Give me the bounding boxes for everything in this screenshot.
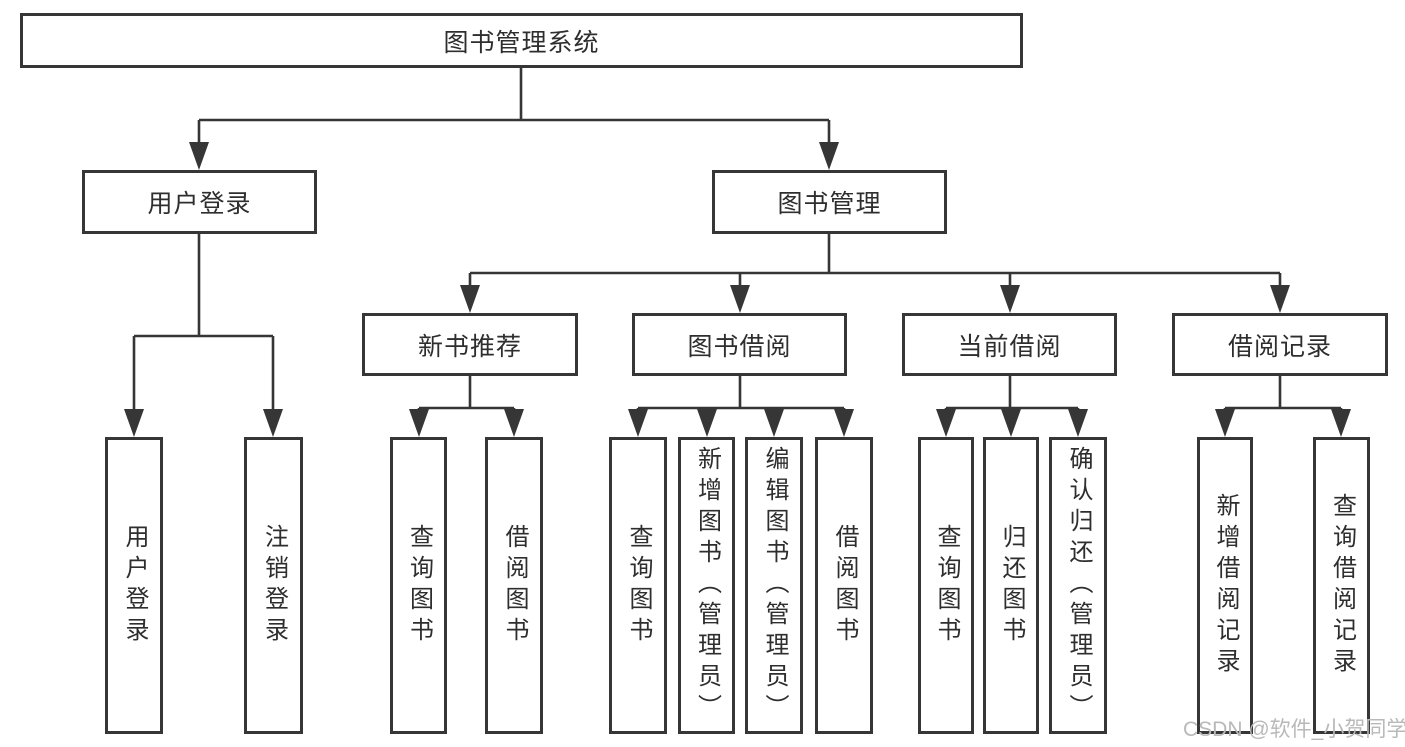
node-book-management-label: 图书管理 — [777, 190, 882, 218]
leaf-user-login-label: 用户登录 — [121, 523, 148, 648]
leaf-newrec-query-books: 查询图书 — [390, 437, 447, 734]
node-borrowing-records: 借阅记录 — [1172, 313, 1388, 376]
node-book-management: 图书管理 — [712, 170, 947, 234]
leaf-borrow-query-books: 查询图书 — [609, 437, 667, 734]
leaf-borrow-borrow-books-label: 借阅图书 — [831, 523, 858, 648]
leaf-current-confirm-return-admin: 确认归还（管理员） — [1049, 437, 1107, 734]
leaf-current-confirm-return-admin-label: 确认归还（管理员） — [1065, 446, 1092, 725]
leaf-borrow-add-books-admin-label: 新增图书（管理员） — [693, 446, 721, 725]
leaf-borrow-add-books-admin: 新增图书（管理员） — [678, 437, 735, 734]
leaf-logout: 注销登录 — [244, 437, 303, 734]
node-book-borrowing: 图书借阅 — [632, 313, 847, 376]
leaf-borrow-edit-books-admin: 编辑图书（管理员） — [745, 437, 803, 734]
leaf-borrow-edit-books-admin-label: 编辑图书（管理员） — [761, 446, 788, 725]
leaf-records-query-record-label: 查询借阅记录 — [1328, 492, 1356, 679]
leaf-newrec-borrow-books-label: 借阅图书 — [501, 523, 528, 648]
leaf-current-query-books-label: 查询图书 — [933, 523, 960, 648]
leaf-borrow-borrow-books: 借阅图书 — [815, 437, 873, 734]
node-current-borrowing: 当前借阅 — [902, 313, 1117, 376]
node-library-management-system: 图书管理系统 — [20, 13, 1023, 68]
leaf-records-add-record-label: 新增借阅记录 — [1212, 492, 1239, 679]
leaf-newrec-borrow-books: 借阅图书 — [485, 437, 543, 734]
leaf-borrow-query-books-label: 查询图书 — [625, 523, 652, 648]
node-library-management-system-label: 图书管理系统 — [443, 28, 600, 57]
leaf-current-return-books-label: 归还图书 — [998, 523, 1025, 648]
csdn-watermark: CSDN @软件_小贺同学 — [1183, 718, 1405, 741]
leaf-records-query-record: 查询借阅记录 — [1313, 437, 1370, 734]
node-user-login-label: 用户登录 — [147, 190, 252, 218]
node-book-borrowing-label: 图书借阅 — [687, 332, 792, 361]
node-new-book-recommend: 新书推荐 — [362, 313, 578, 376]
node-borrowing-records-label: 借阅记录 — [1227, 332, 1332, 361]
leaf-records-add-record: 新增借阅记录 — [1197, 437, 1253, 734]
leaf-logout-label: 注销登录 — [260, 523, 288, 648]
node-new-book-recommend-label: 新书推荐 — [417, 332, 522, 361]
leaf-user-login: 用户登录 — [105, 437, 163, 734]
node-current-borrowing-label: 当前借阅 — [957, 332, 1062, 361]
node-user-login: 用户登录 — [82, 170, 317, 234]
leaf-newrec-query-books-label: 查询图书 — [405, 523, 433, 648]
leaf-current-query-books: 查询图书 — [918, 437, 974, 734]
leaf-current-return-books: 归还图书 — [983, 437, 1039, 734]
